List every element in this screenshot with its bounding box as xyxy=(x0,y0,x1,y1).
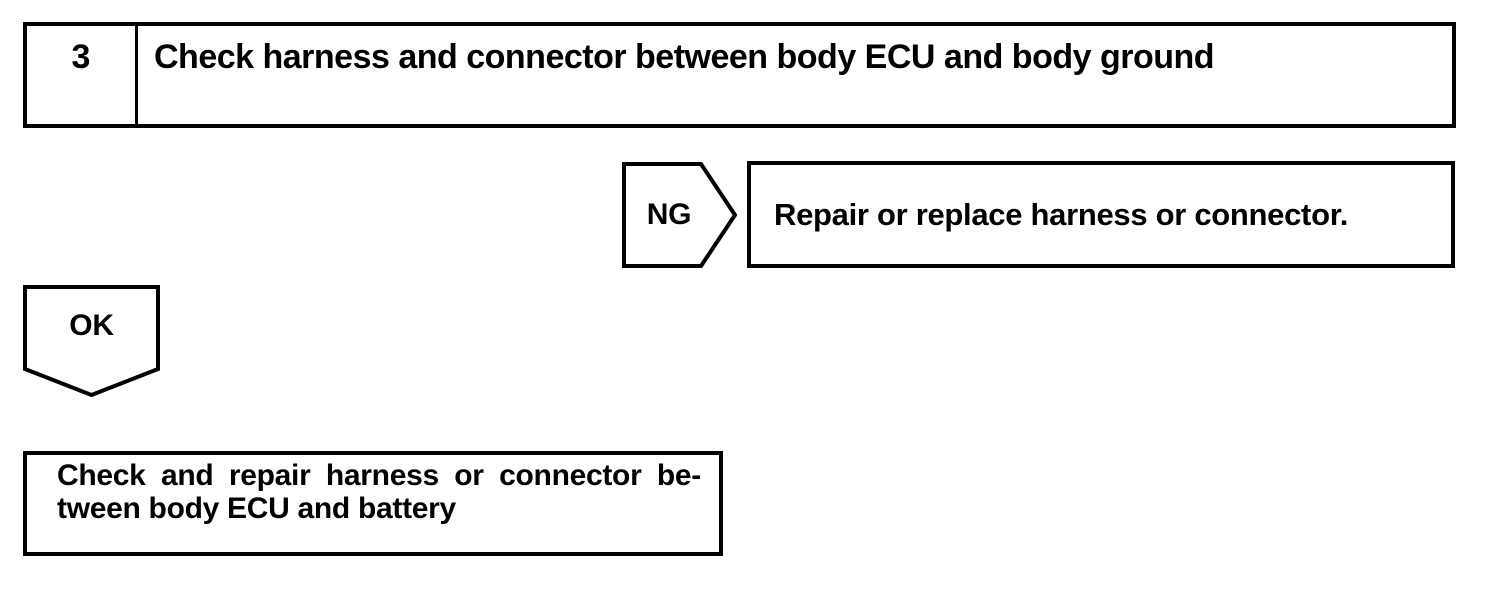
step-number: 3 xyxy=(27,26,138,124)
ok-label: OK xyxy=(69,309,114,342)
ok-arrow-icon xyxy=(23,285,160,397)
ok-connector xyxy=(23,285,160,397)
ng-action-box: Repair or replace harness or connector. xyxy=(747,161,1455,268)
ng-connector xyxy=(622,162,737,268)
ng-label: NG xyxy=(646,198,692,231)
step-title: Check harness and connector between body… xyxy=(154,38,1215,76)
ok-result-box: Check and repair harness or connector be… xyxy=(23,451,723,556)
ok-result-line-2: tween body ECU and battery xyxy=(57,492,456,525)
ng-arrow-icon xyxy=(622,162,737,268)
ok-result-line-1: Check and repair harness or connector be… xyxy=(57,459,701,492)
step-header-box: 3 Check harness and connector between bo… xyxy=(23,22,1456,128)
ng-action-text: Repair or replace harness or connector. xyxy=(774,196,1349,232)
